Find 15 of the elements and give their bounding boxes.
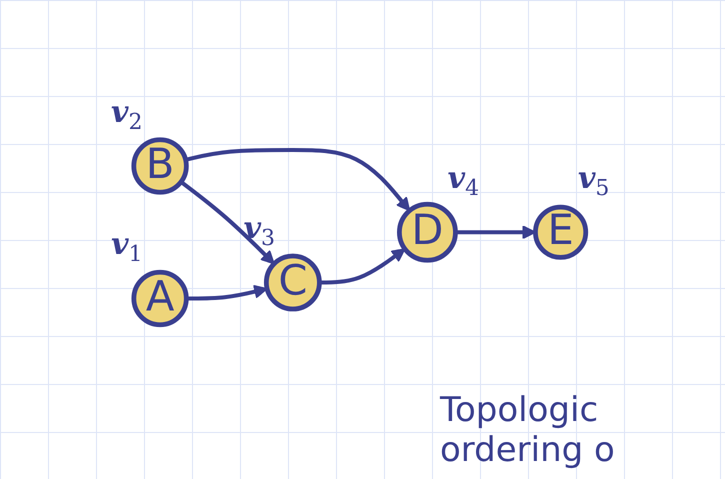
caption-text: Topologic ordering o [440,390,616,470]
vertex-label: v$_{5}$ [578,162,610,203]
node-circle: B [132,137,189,194]
vertex-label: v$_{1}$ [111,229,142,270]
arrow [186,284,268,300]
arrow [320,248,406,284]
vertex-label: v$_{2}$ [111,96,142,137]
vertex-label: v$_{4}$ [448,162,480,203]
arrow [180,180,275,264]
node-circle: C [264,253,322,312]
arrow [185,148,410,212]
node-circle: A [132,270,189,327]
vertex-label: v$_{3}$ [244,213,275,254]
node-circle: D [397,202,458,262]
node-circle: E [533,204,588,260]
